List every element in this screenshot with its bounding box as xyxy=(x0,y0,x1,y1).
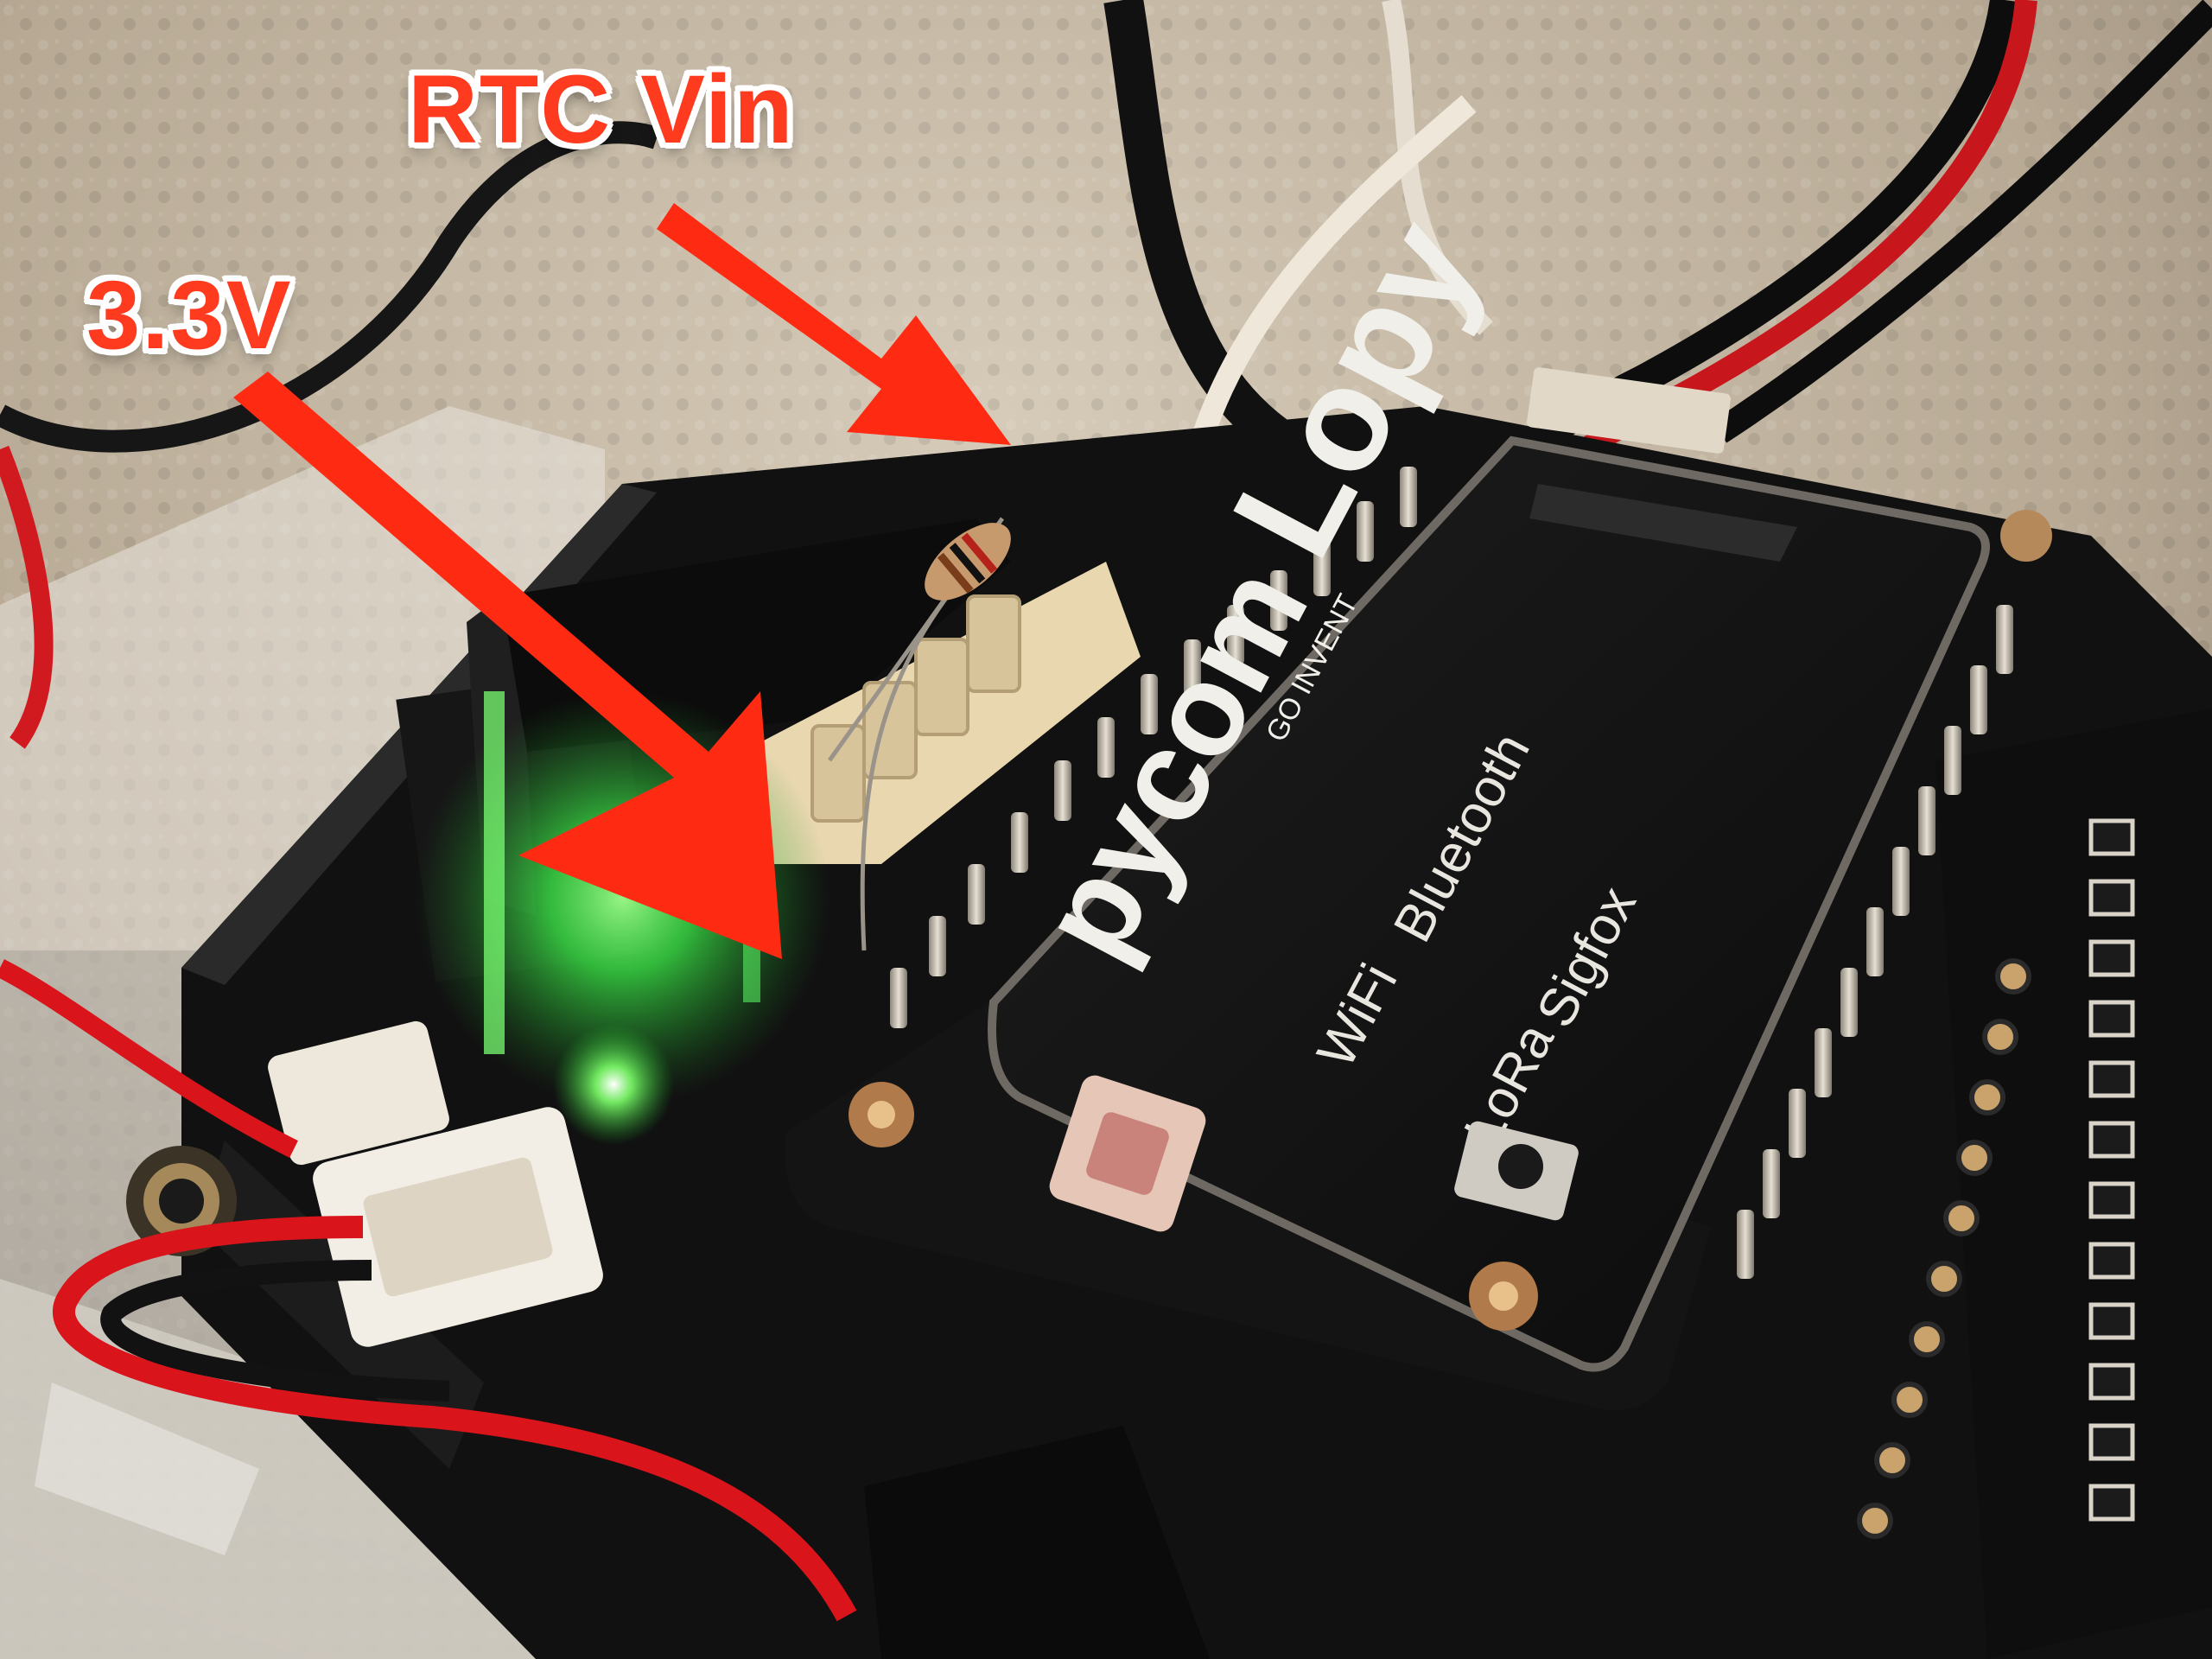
voltage-3v3-label: 3.3V xyxy=(86,261,293,369)
resistor xyxy=(827,517,1011,951)
arrow-rtc-vin xyxy=(657,203,1011,445)
battery-wire-red xyxy=(53,1216,857,1622)
right-pin-header xyxy=(1857,709,2212,1659)
right-header-pins xyxy=(1737,605,2013,1279)
connector-white xyxy=(1527,367,1731,454)
status-led xyxy=(553,1024,674,1145)
jst-battery-connector xyxy=(268,1020,603,1347)
lopy-module xyxy=(988,435,1990,1372)
black-cable xyxy=(1103,0,1306,467)
arrow-3v3 xyxy=(233,372,782,959)
rtc-vin-label: RTC Vin xyxy=(408,55,795,163)
left-header-pins xyxy=(890,467,1417,1028)
battery-wire-black xyxy=(100,1260,450,1402)
